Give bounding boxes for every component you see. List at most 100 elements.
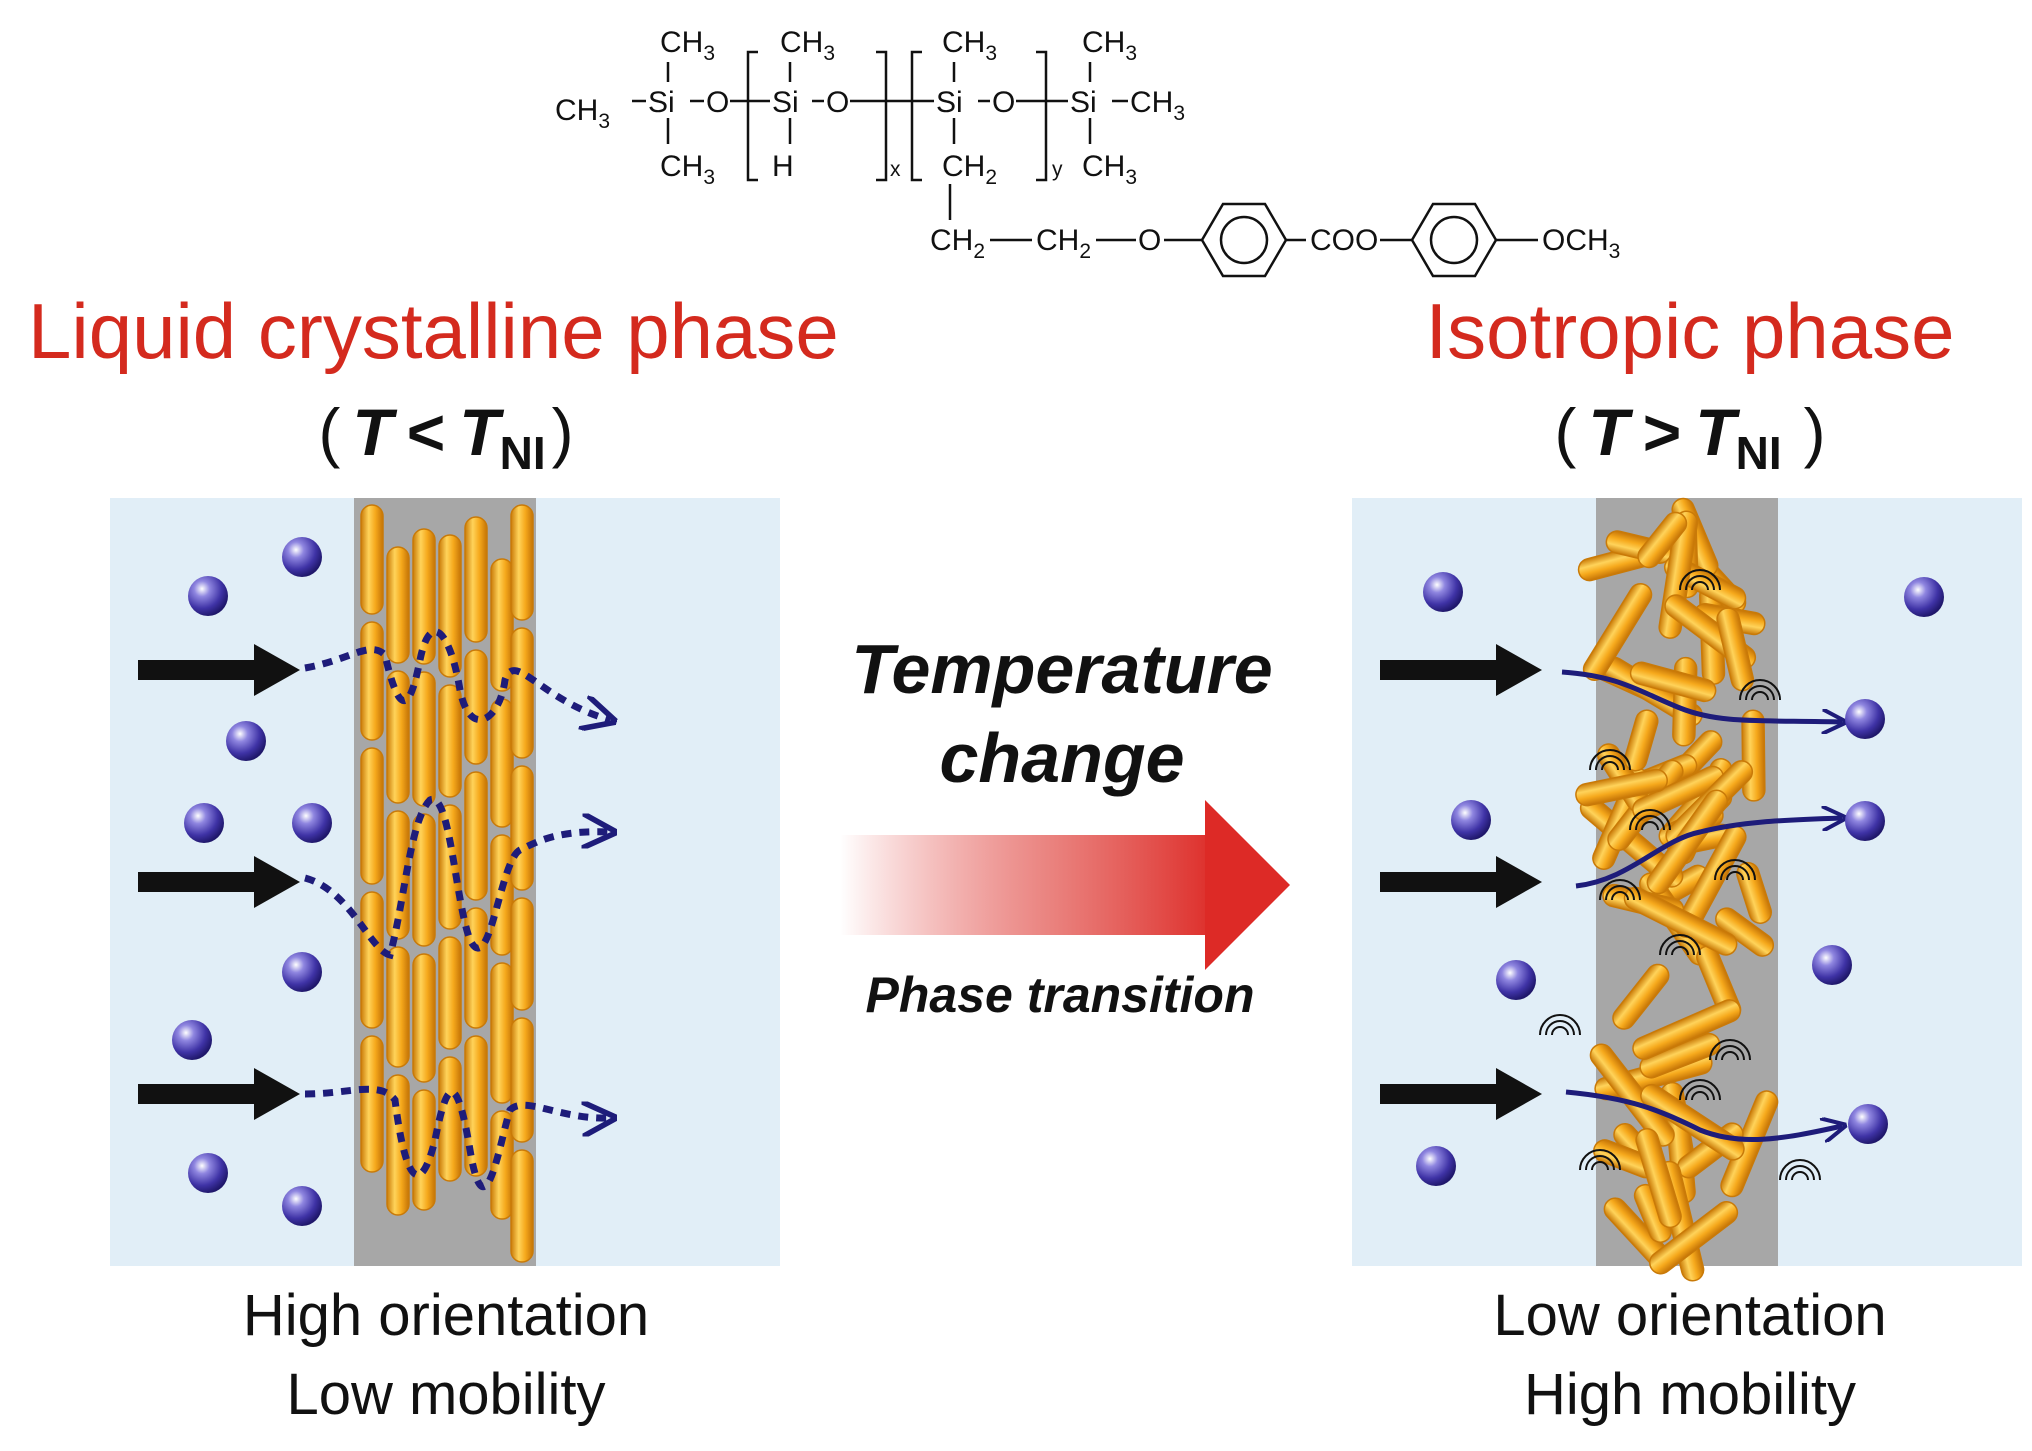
motion-arc <box>1779 1159 1821 1181</box>
side-ch2-2: CH2 <box>1036 224 1091 263</box>
motion-arc <box>1721 1051 1739 1061</box>
motion-arc <box>1751 691 1769 701</box>
sphere-icon <box>188 1153 228 1193</box>
rod-icon <box>1637 511 1688 569</box>
si-atom-3: Si <box>936 86 963 119</box>
bottom-ch2: CH2 <box>942 150 997 189</box>
top-ch3-3: CH3 <box>942 26 997 65</box>
motion-arc <box>1715 1045 1745 1061</box>
rod-icon <box>1582 582 1653 681</box>
left-flow-path-bottom <box>304 1085 610 1190</box>
rod-icon <box>1629 661 1717 703</box>
motion-arc <box>1785 1165 1815 1181</box>
side-ch2-1: CH2 <box>930 224 985 263</box>
sphere-icon <box>1845 699 1885 739</box>
left-flow-path-middle <box>303 796 610 960</box>
motion-arc <box>1591 1161 1609 1171</box>
rod-icon <box>1575 768 1668 807</box>
motion-arc <box>1579 1149 1621 1171</box>
bottom-ch3-4: CH3 <box>1082 150 1137 189</box>
rod-icon <box>490 834 514 956</box>
sphere-icon <box>1904 577 1944 617</box>
bottom-ch3-1: CH3 <box>660 150 715 189</box>
si-atom-4: Si <box>1070 86 1097 119</box>
sphere-icon <box>1423 572 1463 612</box>
motion-arc <box>1720 865 1750 881</box>
rod-icon <box>438 804 462 930</box>
right-caption-mobility: High mobility <box>1524 1362 1856 1427</box>
chemical-structure: CH3 Si O Si O Si O Si CH3 CH3 CH3 CH3 CH… <box>555 26 1620 278</box>
rod-icon <box>386 946 410 1068</box>
motion-arc <box>1641 821 1659 831</box>
motion-arc <box>1714 859 1756 881</box>
motion-arc <box>1671 946 1689 956</box>
rod-icon <box>1649 1200 1739 1275</box>
rod-icon <box>1741 709 1766 802</box>
rod-icon <box>1646 789 1729 895</box>
rod-icon <box>1640 1083 1745 1161</box>
terminal-ch3-left: CH3 <box>555 94 610 133</box>
methoxy-group: OCH3 <box>1542 224 1620 263</box>
right-disordered-rods <box>1575 497 1779 1282</box>
sphere-icon <box>184 803 224 843</box>
rod-icon <box>464 1035 488 1177</box>
rod-icon <box>1716 607 1755 692</box>
sphere-icon <box>226 721 266 761</box>
left-flow-path-top <box>304 628 610 720</box>
rod-icon <box>1632 765 1725 822</box>
right-arrow-icon <box>138 644 300 696</box>
rod-icon <box>510 897 534 1011</box>
sphere-icon <box>1451 800 1491 840</box>
right-flow-path-middle <box>1575 818 1842 889</box>
right-flow-paths <box>1561 669 1842 1140</box>
phase-transition-label: Phase transition <box>866 967 1255 1023</box>
rod-icon <box>412 528 436 665</box>
chemical-bonds <box>632 50 1538 278</box>
rod-icon <box>464 516 488 643</box>
right-flow-path-bottom <box>1565 1089 1842 1140</box>
motion-arc <box>1685 1085 1715 1101</box>
motion-arc <box>1679 569 1721 591</box>
sphere-icon <box>1812 945 1852 985</box>
left-caption-mobility: Low mobility <box>286 1362 605 1427</box>
rod-icon <box>510 765 534 891</box>
motion-arc <box>1791 1171 1809 1181</box>
motion-arc <box>1745 685 1775 701</box>
left-phase-title: Liquid crystalline phase <box>28 287 839 375</box>
sphere-icon <box>282 537 322 577</box>
si-atom-2: Si <box>772 86 799 119</box>
rod-icon <box>438 936 462 1050</box>
rod-icon <box>1612 963 1670 1030</box>
repeat-index-x: x <box>890 158 901 181</box>
motion-arc <box>1595 755 1625 771</box>
rod-icon <box>464 771 488 901</box>
motion-arc <box>1691 581 1709 591</box>
side-oxygen: O <box>1138 224 1161 257</box>
motion-arc <box>1551 1026 1569 1036</box>
rod-icon <box>490 698 514 828</box>
right-phase-title: Isotropic phase <box>1426 287 1955 375</box>
transition-label-line1: Temperature <box>851 630 1272 708</box>
transition-label-line2: change <box>939 719 1184 797</box>
rod-icon <box>412 813 436 947</box>
motion-arc <box>1589 749 1631 771</box>
motion-arc <box>1611 891 1629 901</box>
rod-icon <box>360 621 384 741</box>
sphere-icon <box>188 576 228 616</box>
rod-icon <box>438 684 462 798</box>
rod-icon <box>1635 1128 1682 1229</box>
temperature-change-arrow <box>840 800 1290 970</box>
left-caption-orientation: High orientation <box>243 1283 649 1348</box>
rod-icon <box>490 962 514 1104</box>
top-ch3-4: CH3 <box>1082 26 1137 65</box>
rod-icon <box>1715 907 1775 957</box>
sphere-icon <box>282 952 322 992</box>
rod-icon <box>510 504 534 621</box>
motion-arc <box>1739 679 1781 701</box>
rod-icon <box>1632 999 1742 1060</box>
oxygen-1: O <box>706 86 729 119</box>
rod-icon <box>510 1017 534 1143</box>
solute-molecules <box>172 537 1944 1226</box>
motion-arc <box>1659 934 1701 956</box>
